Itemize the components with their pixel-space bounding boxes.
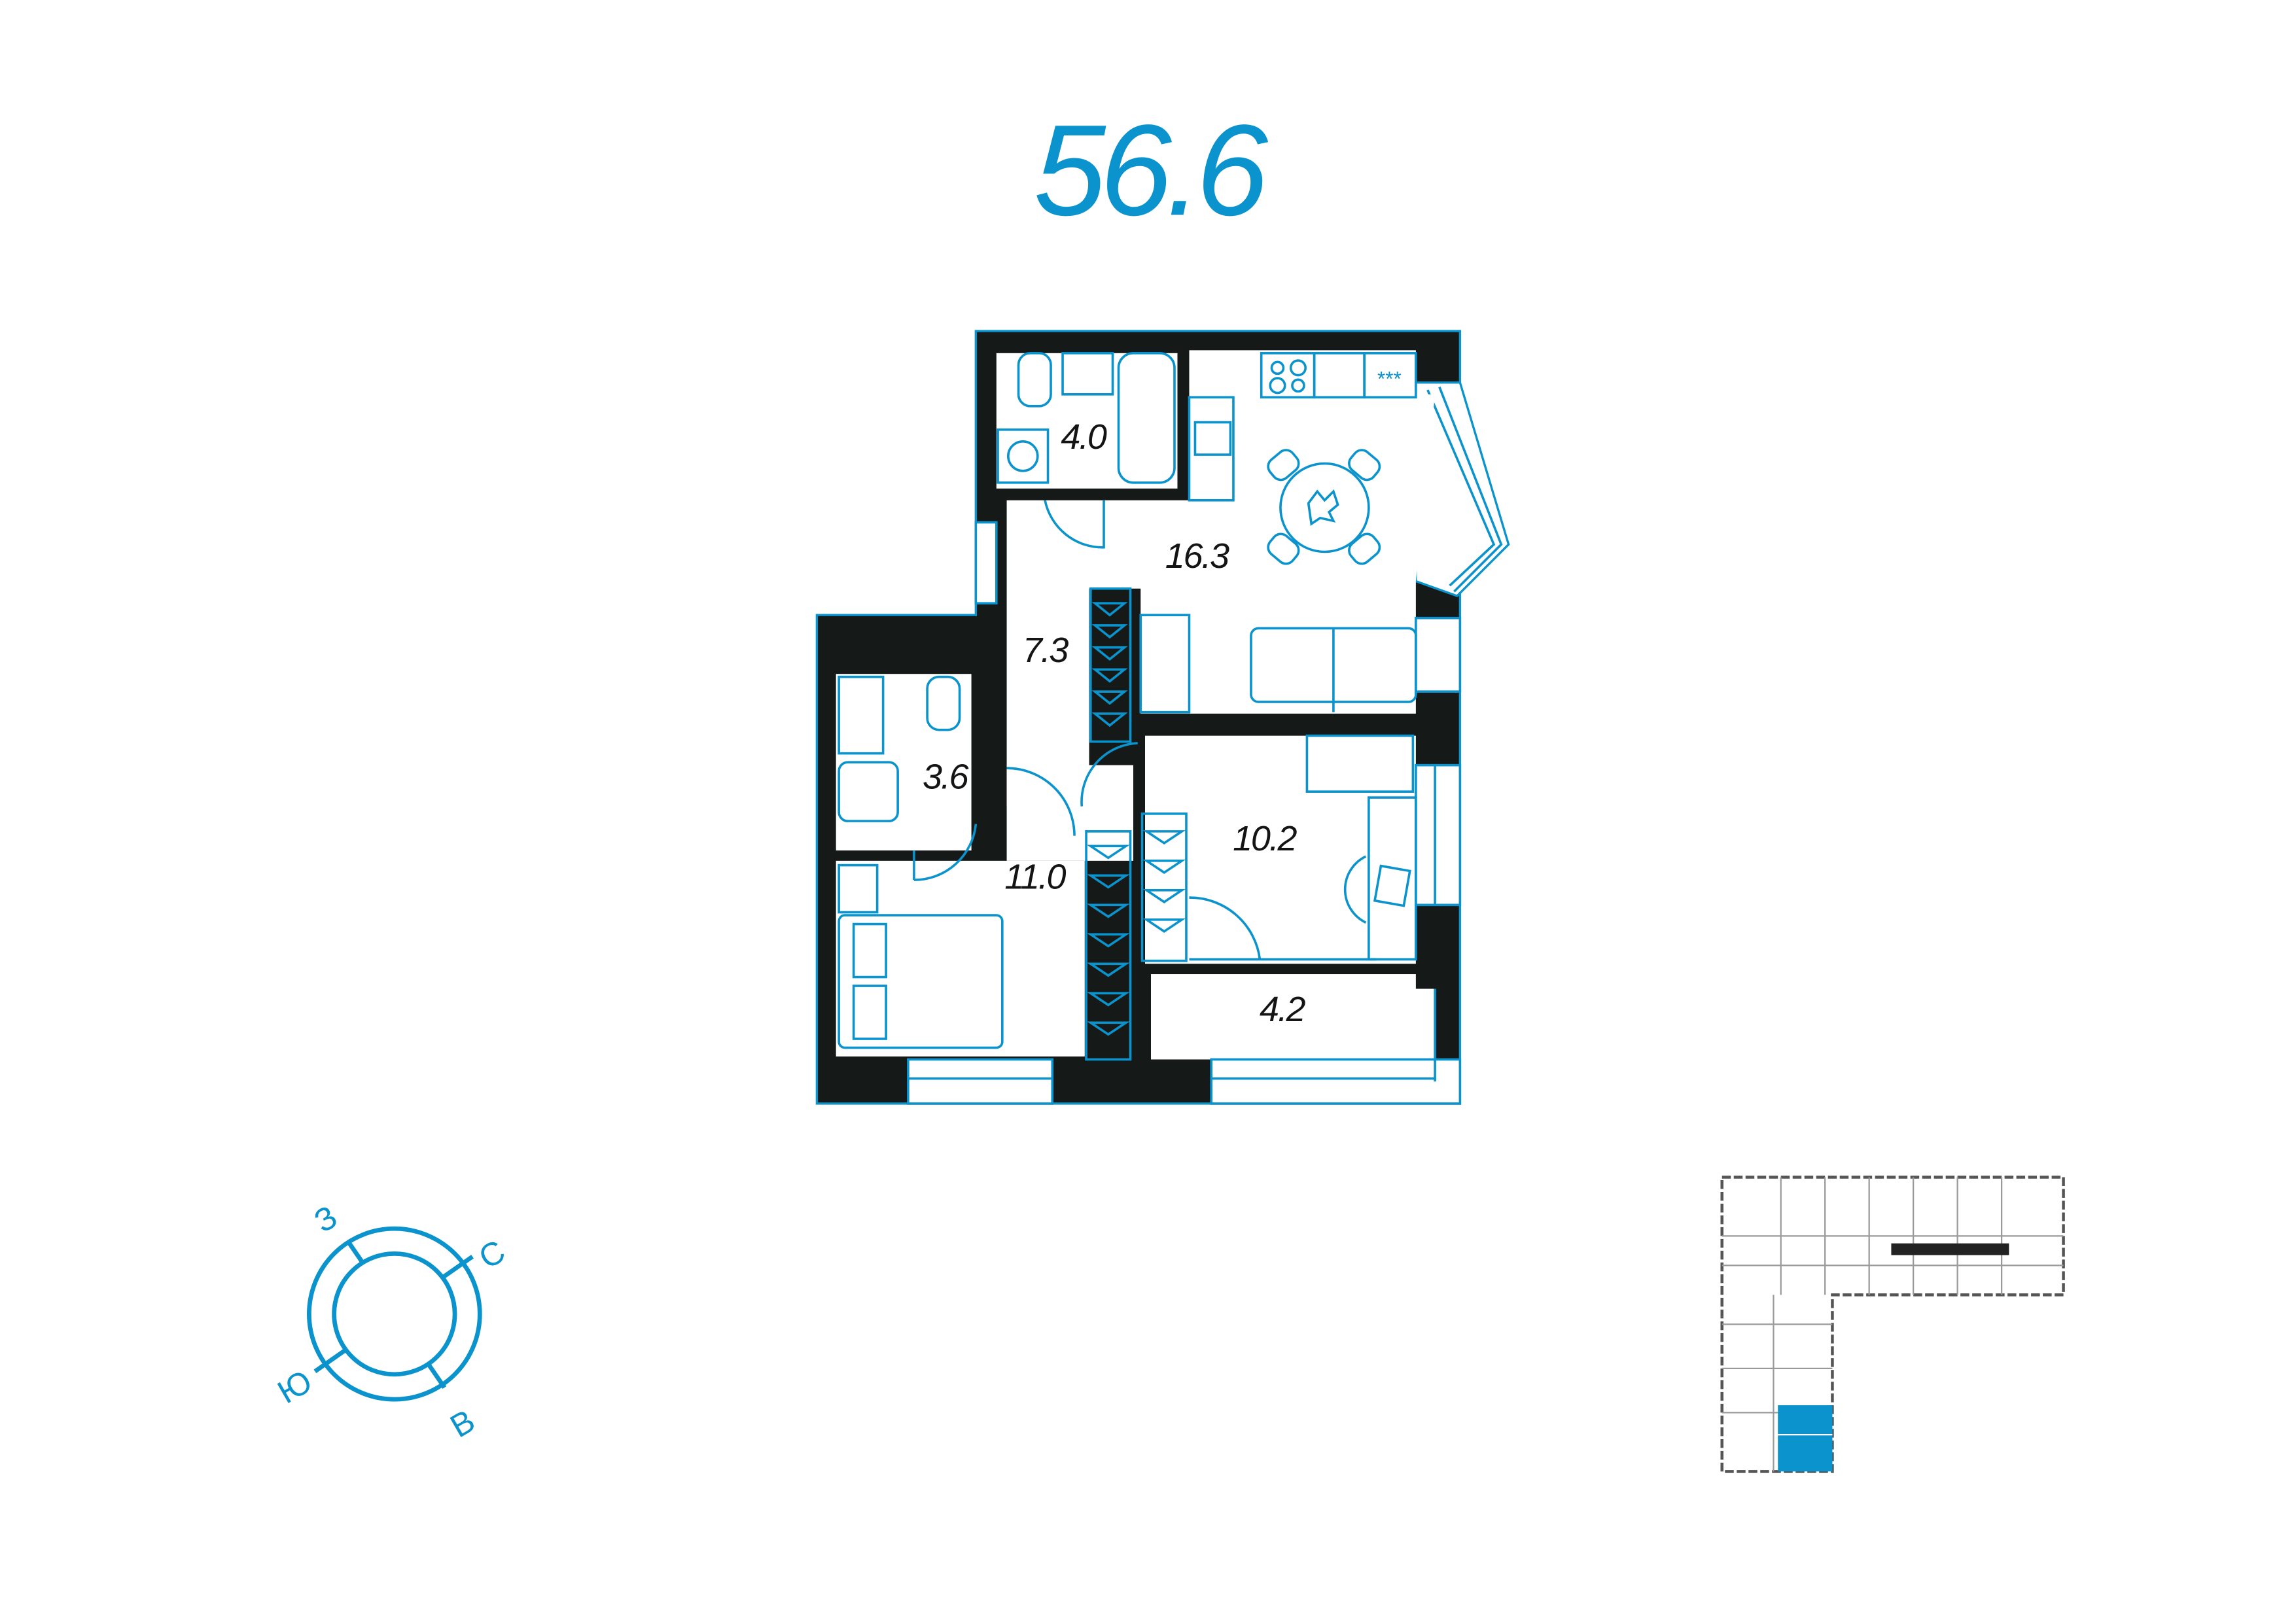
plant-icon	[1307, 489, 1339, 526]
room-area-bedroom: 11.0	[1004, 858, 1066, 897]
window-bedroom	[907, 1058, 1054, 1105]
door-bathroom	[1044, 500, 1105, 549]
wc-sink-icon	[838, 675, 885, 755]
doors	[913, 500, 1262, 960]
bay-window-frame-outer	[1438, 386, 1503, 593]
bathtub-icon	[1117, 352, 1176, 484]
burner-icon	[1289, 359, 1307, 377]
furniture: ***	[838, 352, 1417, 1061]
dining-table-icon	[1279, 462, 1370, 553]
nightstand-icon	[838, 864, 879, 914]
washing-machine-drum-icon	[1007, 440, 1039, 472]
room-fills	[836, 350, 1436, 1060]
windows	[907, 521, 1462, 1105]
shelf-icon	[1139, 614, 1191, 714]
balcony-floor-ext	[1401, 988, 1436, 1060]
fridge-mark: ***	[1377, 366, 1402, 390]
pillow-icon	[852, 922, 887, 979]
balcony-floor	[1150, 974, 1416, 1060]
building-units	[1722, 1177, 2064, 1472]
room-area-bathroom: 4.0	[1061, 417, 1107, 457]
shower-icon	[838, 761, 899, 822]
room-area-balcony: 4.2	[1260, 990, 1306, 1029]
pillow-icon	[852, 985, 887, 1040]
door-balcony	[1189, 896, 1262, 960]
washing-machine-icon	[997, 428, 1050, 484]
compass-south: Ю	[272, 1363, 318, 1411]
burner-icon	[1270, 360, 1285, 375]
wc-toilet-icon	[926, 675, 961, 731]
toilet-icon	[1017, 352, 1052, 408]
bathroom-floor	[996, 353, 1178, 489]
chair-icon	[1348, 449, 1381, 481]
window-living	[1415, 616, 1462, 693]
desk-icon	[1368, 796, 1417, 961]
door-room	[1080, 742, 1138, 807]
wardrobe-hall-icon	[1089, 587, 1132, 743]
room-area-hallway: 7.3	[1023, 631, 1069, 670]
laptop-icon	[1373, 864, 1411, 907]
window-room	[1415, 763, 1462, 907]
window-hall	[974, 521, 998, 605]
burner-icon	[1269, 377, 1286, 394]
room-floor	[1145, 735, 1416, 964]
compass-west: З	[308, 1198, 343, 1240]
compass-outer-ring	[307, 1226, 482, 1402]
building-core	[1891, 1243, 2009, 1255]
kitchen-sink-icon	[1193, 421, 1232, 456]
desk-chair-icon	[1343, 855, 1367, 924]
wardrobe-bedroom-icon	[1085, 830, 1132, 1061]
hangers-icon	[1086, 602, 1186, 1036]
room-area-kitchen-living: 16.3	[1165, 536, 1229, 576]
wardrobe-room-icon	[1140, 812, 1188, 962]
burner-icon	[1291, 378, 1305, 393]
sink-icon	[1061, 352, 1114, 396]
door-wc	[913, 824, 978, 881]
chair-icon	[1267, 449, 1300, 481]
room-area-room: 10.2	[1233, 819, 1297, 858]
compass-north: С	[473, 1233, 511, 1276]
highlighted-apartment	[1778, 1405, 1833, 1472]
apartment-plan: ***	[815, 330, 1510, 1105]
compass-inner-ring	[332, 1251, 457, 1377]
bed-small-icon	[1305, 734, 1415, 793]
room-area-wc: 3.6	[923, 758, 970, 797]
window-balcony	[1210, 1058, 1462, 1105]
door-bedroom	[1006, 767, 1076, 836]
apartment-area-title: 56.6	[1034, 97, 1269, 242]
chair-icon	[1267, 532, 1300, 565]
counter-side	[1188, 396, 1235, 502]
fridge-icon	[1363, 352, 1417, 399]
bay-window-frame	[1426, 389, 1496, 587]
chair-icon	[1348, 532, 1381, 565]
compass-ticks	[313, 1239, 474, 1389]
bed-icon	[838, 914, 1004, 1049]
compass-east: В	[444, 1403, 481, 1444]
compass: З С Ю В	[272, 1198, 511, 1444]
key-plan	[1720, 1176, 2065, 1473]
